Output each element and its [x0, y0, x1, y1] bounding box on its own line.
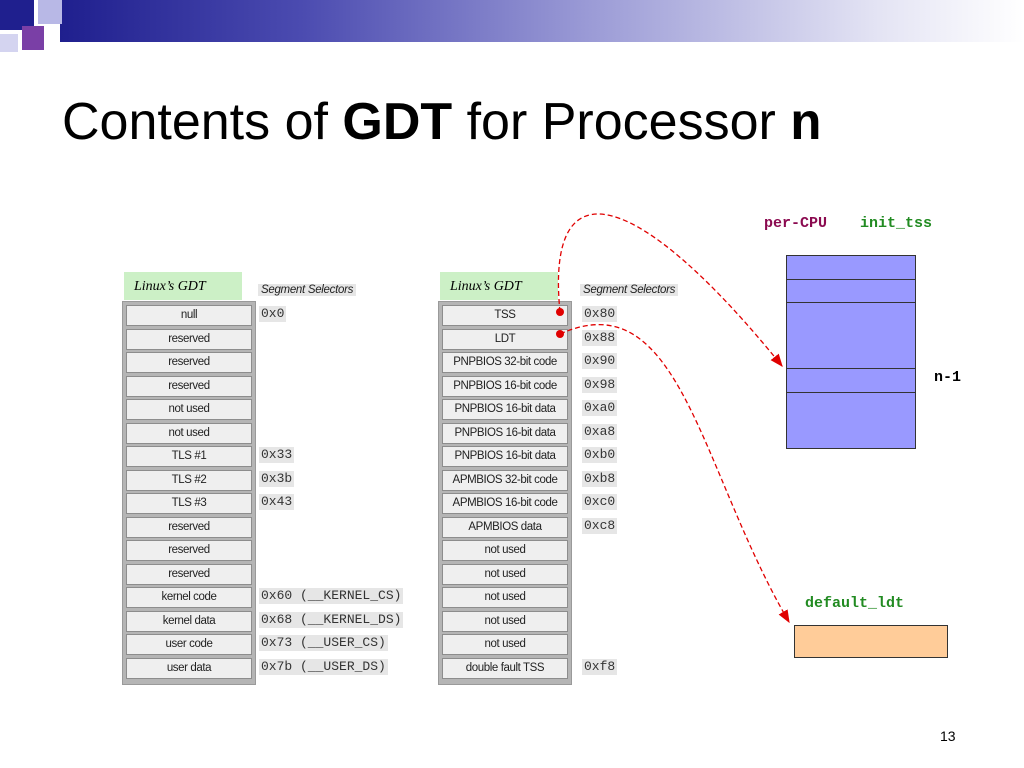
segment-selector: 0xf8: [582, 658, 618, 675]
gdt-entry: PNPBIOS 16-bit data: [442, 446, 568, 467]
left-selector-header: Segment Selectors: [258, 284, 357, 296]
gdt-entry: user data: [126, 657, 252, 679]
gdt-entry: APMBIOS 16-bit code: [442, 493, 568, 514]
segment-selector: 0x80: [582, 306, 618, 322]
gdt-entry: null: [126, 305, 252, 326]
segment-selector: 0xc0: [582, 494, 618, 510]
segment-selector: 0x98: [582, 376, 618, 393]
segment-selector: 0x33: [259, 447, 295, 463]
left-gdt-header: Linux’s GDT: [124, 272, 242, 300]
corner-square-dark: [0, 0, 34, 30]
tss-divider: [787, 368, 915, 369]
tss-arrow: [557, 213, 783, 368]
default-ldt-label: default_ldt: [805, 595, 905, 612]
gdt-entry: not used: [126, 422, 252, 444]
segment-selector: 0xa0: [582, 400, 618, 416]
gdt-entry: reserved: [126, 328, 252, 350]
tss-divider: [787, 392, 915, 393]
corner-square-purple: [22, 26, 44, 50]
title-part-3: for Processor: [452, 93, 791, 151]
corner-square-pale: [0, 34, 18, 52]
default-ldt-block: [794, 625, 948, 658]
gdt-entry: not used: [442, 610, 568, 632]
gdt-entry: PNPBIOS 32-bit code: [442, 352, 568, 373]
segment-selector: 0x90: [582, 353, 618, 369]
gdt-entry: not used: [126, 399, 252, 420]
gdt-entry: double fault TSS: [442, 657, 568, 679]
segment-selector: 0x68 (__KERNEL_DS): [259, 611, 404, 628]
gdt-entry: not used: [442, 563, 568, 585]
gdt-entry: not used: [442, 634, 568, 655]
gdt-entry: TSS: [442, 305, 568, 326]
gdt-entry: TLS #3: [126, 493, 252, 514]
gdt-entry: kernel data: [126, 610, 252, 632]
right-gdt-header: Linux’s GDT: [440, 272, 558, 300]
gdt-entry: PNPBIOS 16-bit data: [442, 422, 568, 444]
segment-selector: 0x43: [259, 494, 295, 510]
segment-selector: 0xc8: [582, 517, 618, 534]
gdt-entry: PNPBIOS 16-bit code: [442, 375, 568, 397]
title-part-1: Contents of: [62, 93, 343, 151]
segment-selector: 0x60 (__KERNEL_CS): [259, 588, 404, 604]
tss-divider: [787, 302, 915, 303]
segment-selector: 0xb8: [582, 470, 618, 487]
gdt-entry: not used: [442, 540, 568, 561]
title-gdt: GDT: [342, 93, 453, 151]
page-number: 13: [940, 728, 956, 744]
segment-selector: 0x73 (__USER_CS): [259, 635, 388, 651]
segment-selector: 0x88: [582, 329, 618, 346]
init-tss-array: [786, 255, 916, 449]
gdt-entry: PNPBIOS 16-bit data: [442, 399, 568, 420]
title-n: n: [790, 96, 822, 155]
gdt-entry: user code: [126, 634, 252, 655]
tss-row-label: n-1: [934, 369, 962, 386]
segment-selector: 0xa8: [582, 423, 618, 440]
gdt-entry: reserved: [126, 563, 252, 585]
segment-selector: 0x0: [259, 306, 287, 322]
right-selector-header: Segment Selectors: [580, 284, 679, 296]
title-accent-bar: [60, 0, 1024, 42]
tss-divider: [787, 279, 915, 280]
ldt-arrow: [559, 324, 790, 624]
gdt-entry: LDT: [442, 328, 568, 350]
tss-label-init-tss: init_tss: [860, 215, 933, 232]
segment-selector: 0x7b (__USER_DS): [259, 658, 388, 675]
gdt-entry: TLS #1: [126, 446, 252, 467]
gdt-entry: not used: [442, 587, 568, 608]
slide-title: Contents of GDT for Processor n: [62, 92, 821, 155]
corner-square-light: [38, 0, 62, 24]
gdt-entry: reserved: [126, 352, 252, 373]
gdt-entry: reserved: [126, 516, 252, 538]
segment-selector: 0xb0: [582, 447, 618, 463]
gdt-entry: reserved: [126, 375, 252, 397]
gdt-entry: APMBIOS 32-bit code: [442, 469, 568, 491]
gdt-entry: reserved: [126, 540, 252, 561]
gdt-entry: APMBIOS data: [442, 516, 568, 538]
segment-selector: 0x3b: [259, 470, 295, 487]
gdt-entry: kernel code: [126, 587, 252, 608]
gdt-entry: TLS #2: [126, 469, 252, 491]
tss-label-per-cpu: per-CPU: [764, 215, 828, 232]
